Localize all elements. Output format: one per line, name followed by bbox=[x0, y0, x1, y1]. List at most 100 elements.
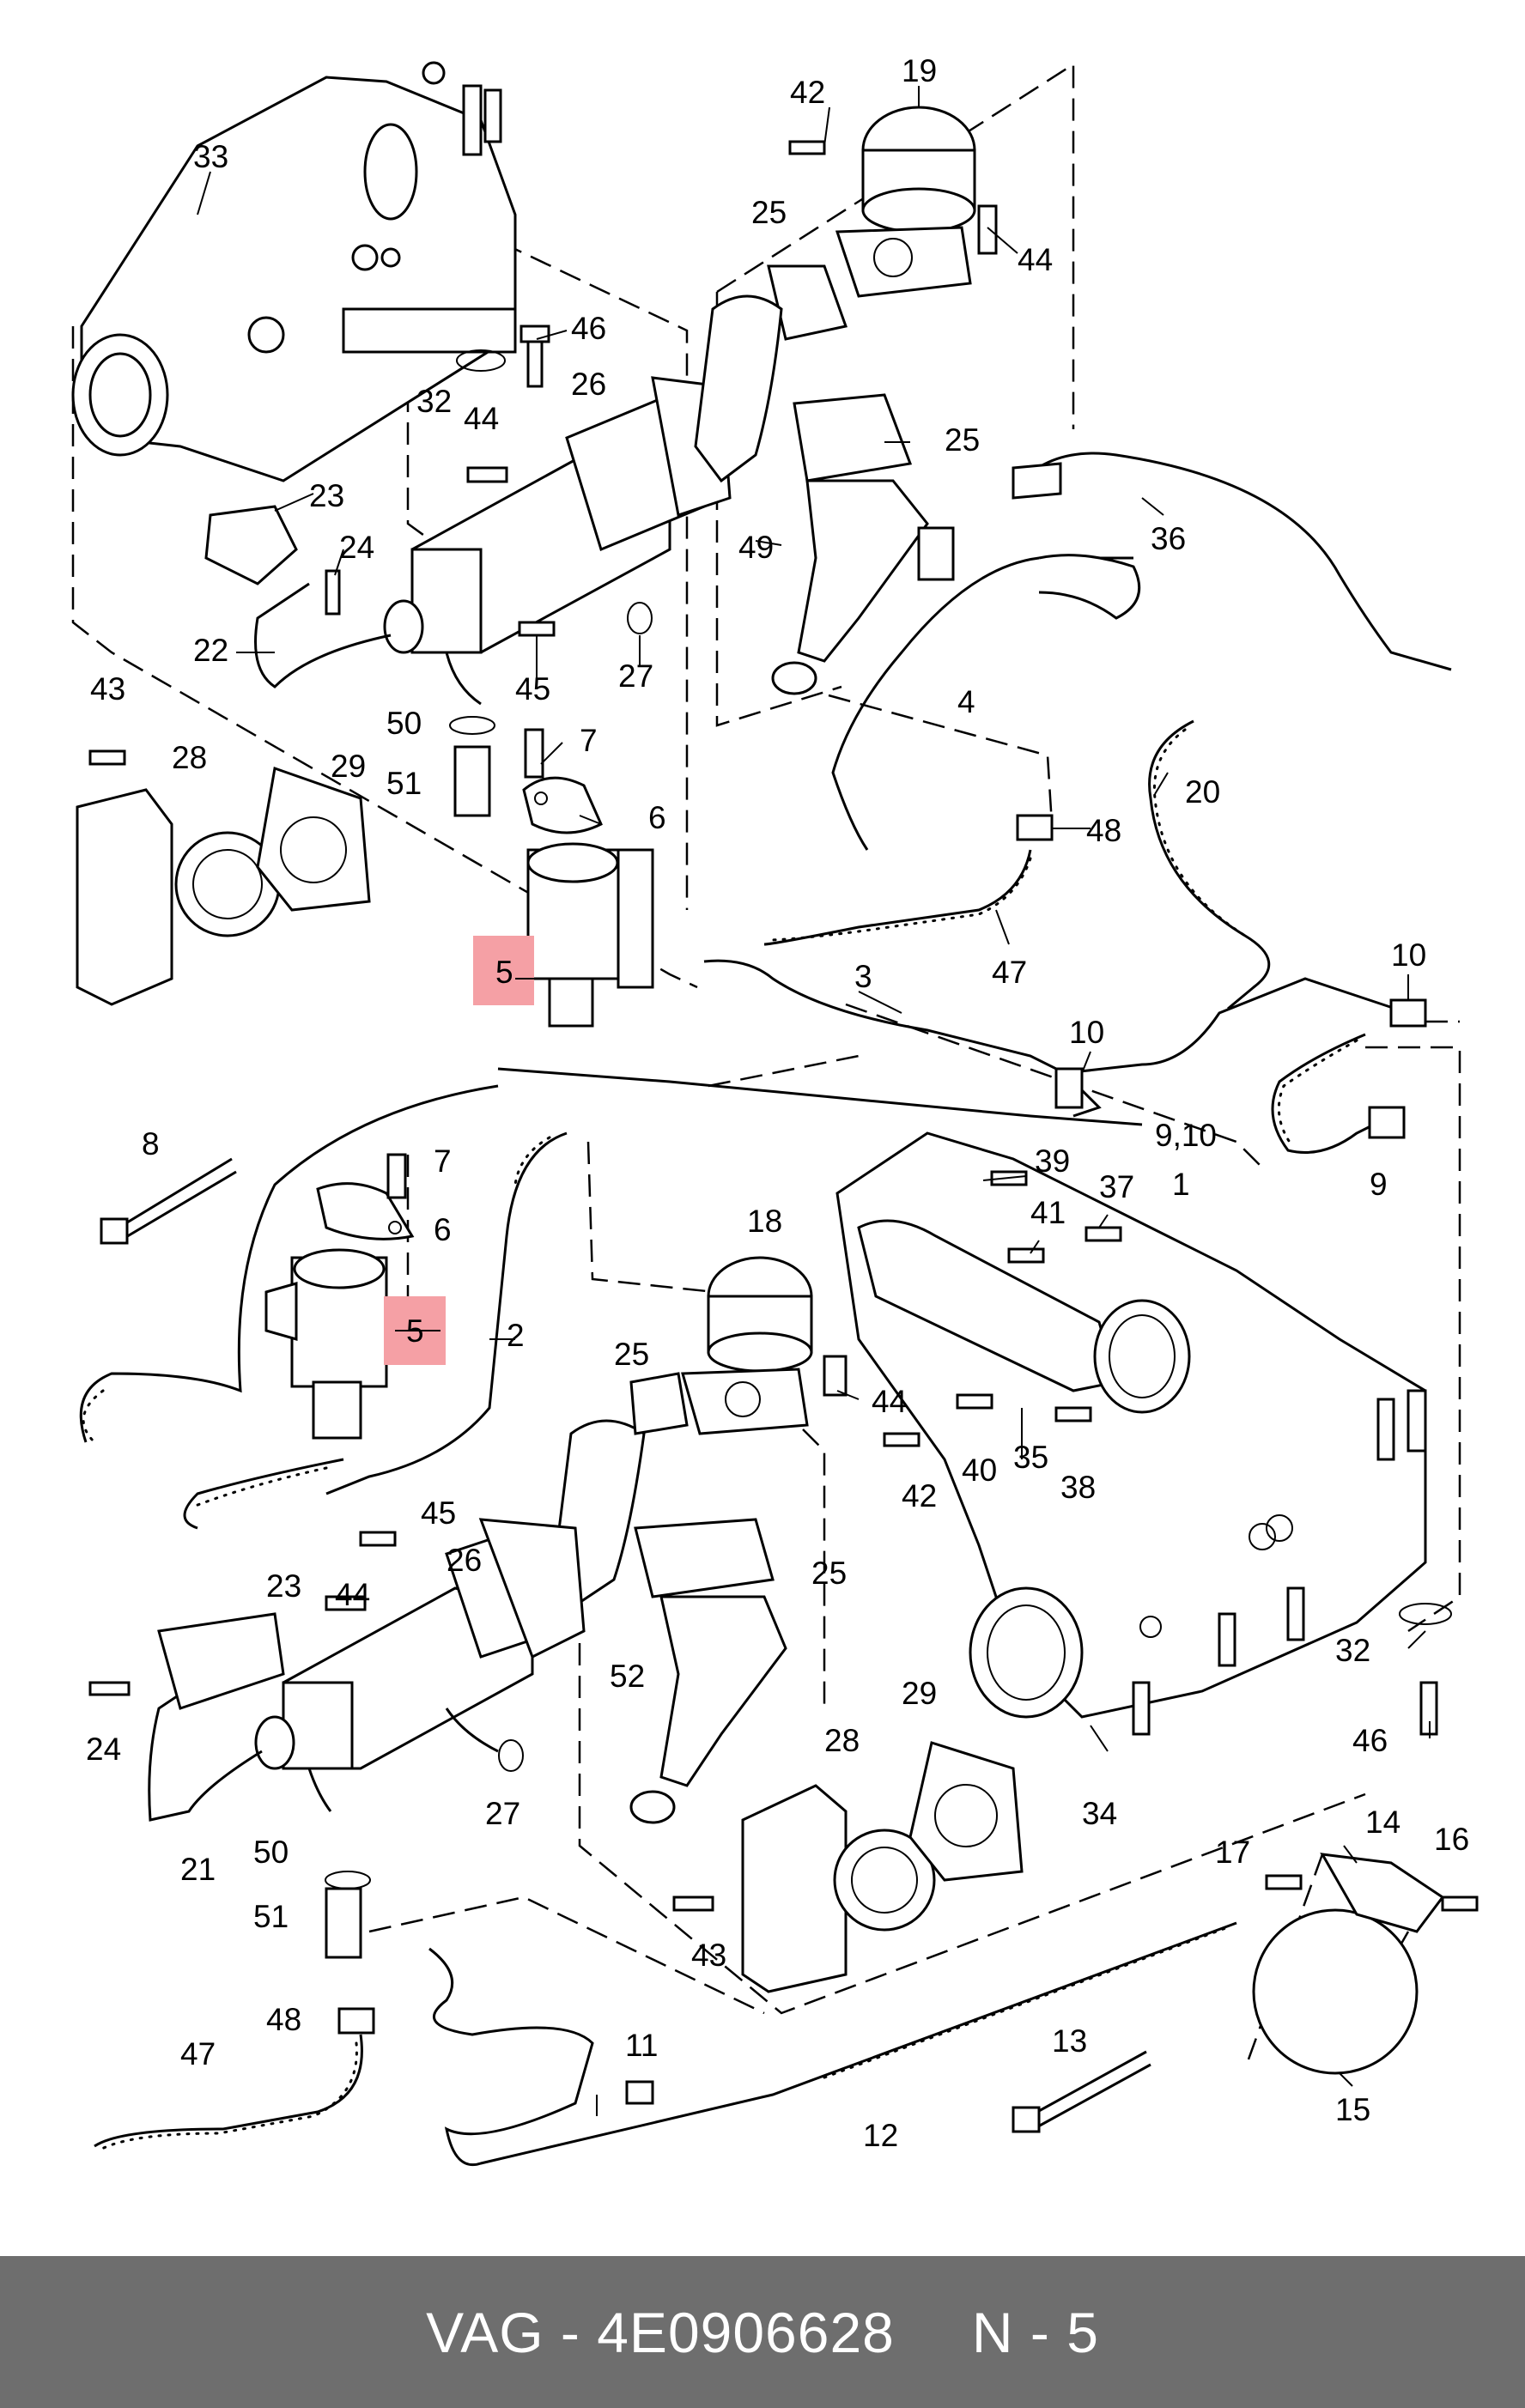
bolt-40 bbox=[956, 1393, 993, 1410]
callout-23: 23 bbox=[309, 478, 344, 513]
callout-1: 1 bbox=[1172, 1167, 1190, 1202]
bolt-43-top bbox=[88, 749, 126, 766]
callout-39: 39 bbox=[1035, 1143, 1070, 1179]
connector-10a bbox=[1054, 1067, 1084, 1109]
hose-36 bbox=[1020, 452, 1452, 671]
callout-47: 47 bbox=[992, 955, 1027, 990]
callout-24: 24 bbox=[86, 1732, 121, 1767]
bolt-7-bottom bbox=[386, 1153, 407, 1199]
callout-21: 21 bbox=[180, 1852, 216, 1887]
callout-13: 13 bbox=[1052, 2023, 1087, 2059]
bolt-44-c bbox=[823, 1355, 848, 1397]
callout-10: 10 bbox=[1391, 937, 1426, 973]
vacuum-line-4 bbox=[831, 556, 1133, 851]
clip-11 bbox=[625, 2080, 654, 2105]
diagram-position: N - 5 bbox=[971, 2300, 1099, 2364]
callout-labels: 33 42 19 25 44 46 26 32 44 25 36 23 24 4… bbox=[86, 53, 1469, 2153]
callout-25: 25 bbox=[811, 1556, 847, 1591]
callout-47: 47 bbox=[180, 2036, 216, 2071]
pipe-51-top bbox=[453, 745, 491, 817]
exploded-parts-diagram: 33 42 19 25 44 46 26 32 44 25 36 23 24 4… bbox=[71, 53, 1479, 2166]
callout-11: 11 bbox=[625, 2028, 658, 2063]
callout-37: 37 bbox=[1099, 1169, 1134, 1204]
bracket-6-top bbox=[522, 776, 603, 834]
gasket-25-c bbox=[629, 1372, 689, 1435]
callout-25: 25 bbox=[945, 422, 980, 458]
callout-34: 34 bbox=[1082, 1796, 1117, 1831]
callout-18: 18 bbox=[747, 1204, 782, 1239]
callout-45: 45 bbox=[515, 671, 550, 707]
bolt-16 bbox=[1441, 1895, 1479, 1912]
callout-27: 27 bbox=[618, 658, 653, 694]
part-number-footer: VAG - 4E0906628 N - 5 bbox=[0, 2256, 1525, 2408]
bolt-38 bbox=[1054, 1406, 1092, 1422]
callout-28: 28 bbox=[172, 740, 207, 775]
callout-35: 35 bbox=[1013, 1440, 1048, 1475]
connector-10b bbox=[1389, 998, 1427, 1028]
hose-47-top bbox=[763, 849, 1032, 946]
part-number: VAG - 4E0906628 bbox=[426, 2300, 895, 2364]
callout-2: 2 bbox=[507, 1318, 525, 1353]
callout-25: 25 bbox=[751, 195, 787, 230]
vacuum-line-12 bbox=[428, 1921, 1237, 2166]
callout-51: 51 bbox=[386, 766, 422, 801]
clip-48-top bbox=[1016, 814, 1054, 841]
callout-8: 8 bbox=[142, 1126, 160, 1162]
bolt-24-bottom bbox=[88, 1681, 131, 1696]
callout-33: 33 bbox=[193, 139, 228, 174]
gasket-29-top bbox=[256, 766, 371, 912]
callout-43: 43 bbox=[691, 1938, 726, 1973]
vacuum-line-4-hose bbox=[1038, 554, 1141, 620]
callout-3: 3 bbox=[854, 959, 872, 994]
callout-42: 42 bbox=[902, 1478, 937, 1513]
bolt-43-bottom bbox=[672, 1895, 714, 1912]
callout-48: 48 bbox=[266, 2002, 301, 2037]
callout-43: 43 bbox=[90, 671, 125, 707]
callout-7: 7 bbox=[434, 1143, 452, 1179]
callout-15: 15 bbox=[1335, 2092, 1370, 2127]
gasket-29-bottom bbox=[908, 1741, 1024, 1882]
callout-7: 7 bbox=[580, 723, 598, 758]
callout-4: 4 bbox=[957, 684, 975, 719]
vacuum-line-1 bbox=[497, 1067, 1143, 1126]
bolt-42-top bbox=[788, 140, 826, 155]
callout-45: 45 bbox=[421, 1495, 456, 1531]
callout-26: 26 bbox=[571, 367, 606, 402]
gasket-23-bottom bbox=[157, 1612, 285, 1710]
bolt-42-bottom bbox=[883, 1432, 920, 1447]
bolt-44-d bbox=[325, 1595, 367, 1611]
egr-valve-19-top bbox=[835, 106, 998, 298]
hose-2-lower bbox=[183, 1458, 344, 1530]
clip-27-bottom bbox=[498, 1739, 524, 1772]
callout-44: 44 bbox=[872, 1384, 907, 1419]
hose-36-end bbox=[1012, 462, 1062, 500]
bolt-45-top bbox=[518, 621, 556, 637]
bolt-46-top bbox=[519, 325, 550, 388]
callout-46: 46 bbox=[1352, 1723, 1388, 1758]
pressure-converter-5-top bbox=[526, 842, 654, 1028]
callout-20: 20 bbox=[1185, 774, 1220, 810]
o-ring-32-top bbox=[456, 349, 506, 372]
hose-2-left bbox=[79, 1084, 499, 1443]
callout-42: 42 bbox=[790, 75, 825, 110]
callout-50: 50 bbox=[253, 1835, 289, 1870]
clip-48-bottom bbox=[337, 2007, 375, 2035]
intake-manifold-top bbox=[71, 61, 517, 482]
callout-41: 41 bbox=[1030, 1195, 1066, 1230]
highlight-callout-5a: 5 bbox=[495, 955, 513, 990]
egr-pipe-49 bbox=[694, 294, 955, 695]
gasket-23-top bbox=[204, 505, 298, 585]
callout-16: 16 bbox=[1434, 1822, 1469, 1857]
callout-22: 22 bbox=[193, 633, 228, 668]
callout-38: 38 bbox=[1060, 1470, 1096, 1505]
leader-lines bbox=[197, 86, 1431, 2116]
callout-52: 52 bbox=[610, 1659, 645, 1694]
bolt-7-top bbox=[524, 728, 544, 779]
highlight-box-5a bbox=[473, 936, 534, 1005]
vacuum-reservoir-15 bbox=[1252, 1853, 1445, 2075]
callout-36: 36 bbox=[1151, 521, 1186, 556]
hose-2 bbox=[325, 1131, 568, 1495]
pipe-51-bottom bbox=[325, 1887, 362, 1959]
callout-17: 17 bbox=[1215, 1835, 1250, 1870]
egr-cooler-bottom bbox=[148, 1518, 586, 1822]
